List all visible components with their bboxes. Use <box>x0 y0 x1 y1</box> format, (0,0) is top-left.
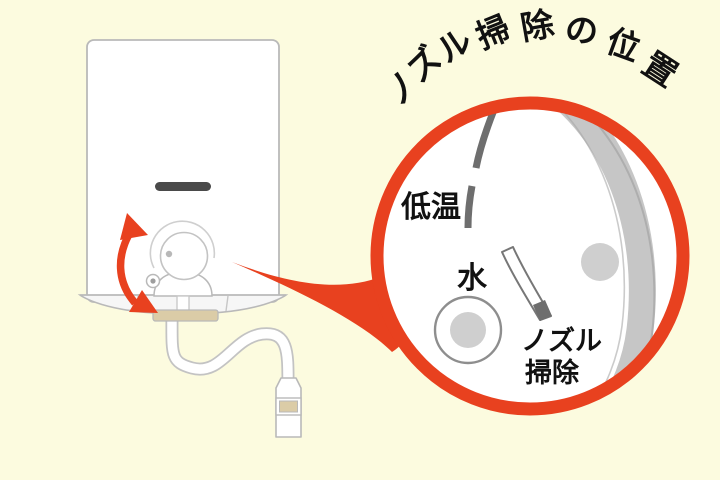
dial-knob-face <box>159 231 209 281</box>
callout-ring <box>370 96 690 416</box>
title-char-5: の <box>563 9 600 51</box>
dial-band-outer-edge <box>521 103 626 409</box>
magnified-dial-callout <box>370 96 690 416</box>
temperature-tick-marks <box>464 108 498 229</box>
tick-upper <box>472 108 498 169</box>
marker-tip <box>533 300 552 321</box>
rotary-dial-icon[interactable] <box>149 220 216 281</box>
rotation-arrow-head-down <box>129 290 158 313</box>
label-nozzle-clean-line2: 掃除 <box>525 357 580 389</box>
marker-outline-left <box>501 251 541 321</box>
base-seam-right <box>225 295 229 312</box>
dial-outer-arc <box>149 220 216 269</box>
hose-body <box>167 308 293 387</box>
label-nozzle-clean-line1: ノズル <box>521 325 602 357</box>
drain-hose-group <box>165 306 302 438</box>
water-heater-unit <box>77 39 289 322</box>
callout-tail-icon <box>232 252 423 352</box>
nozzle-position-marker <box>501 246 552 321</box>
magnified-knob <box>433 295 503 365</box>
nozzle-band <box>279 400 298 413</box>
rotation-arrow-icon <box>116 213 158 313</box>
magnified-knob-center <box>450 312 486 348</box>
dial-index-dot <box>165 250 173 258</box>
hose-end-nozzle <box>275 377 302 438</box>
small-reset-button[interactable] <box>145 273 161 289</box>
marker-cap-top <box>501 246 514 253</box>
label-low-temp: 低温 <box>400 190 461 225</box>
title-char-4: 除 <box>518 4 558 48</box>
tick-lower <box>464 185 476 229</box>
rotation-arrow-head-up <box>120 213 148 240</box>
hose-connector-block <box>152 309 219 322</box>
dial-indicator-dot <box>581 243 619 281</box>
label-water: 水 <box>457 261 488 296</box>
vent-slot-icon <box>155 182 211 191</box>
reset-button-center <box>150 278 156 284</box>
